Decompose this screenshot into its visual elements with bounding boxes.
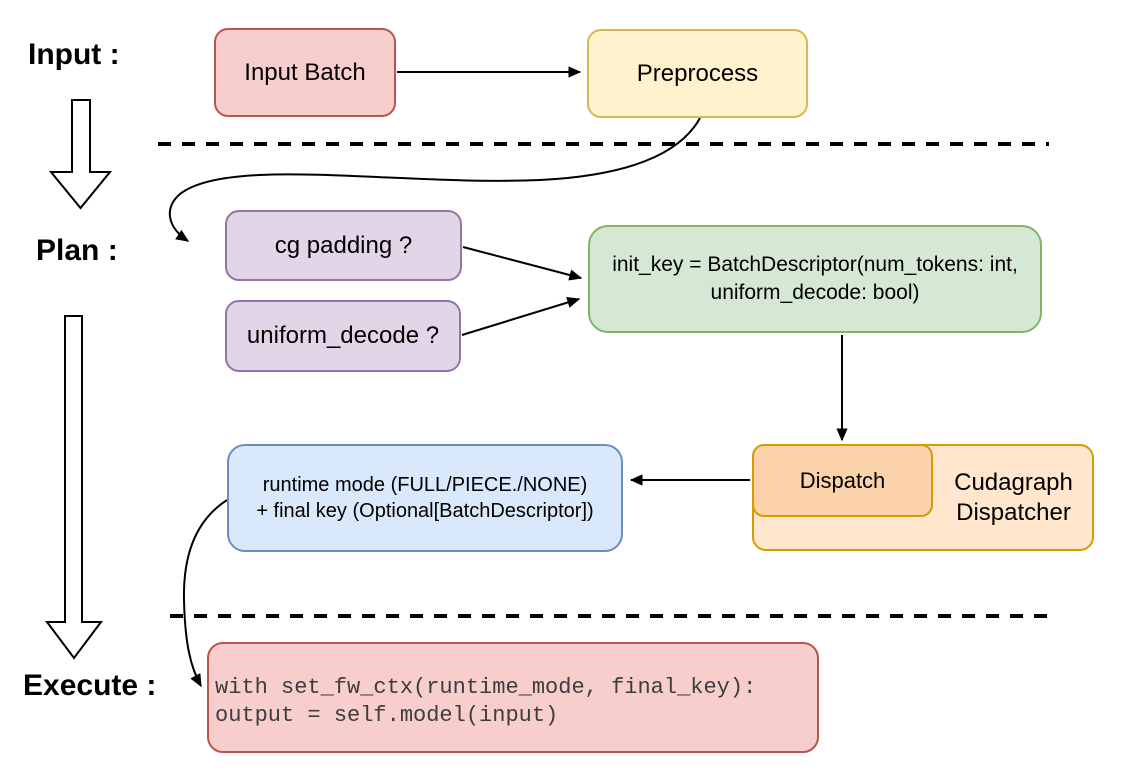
node-cg-padding: cg padding ? <box>225 210 462 281</box>
node-dispatch-label: Dispatch <box>799 467 886 493</box>
execute-code-line2: output = self.model(input) <box>215 702 559 728</box>
stage-label-input: Input : <box>28 38 120 71</box>
connector-runtimemode-execute <box>182 499 228 688</box>
node-input-batch-label: Input Batch <box>244 58 366 86</box>
node-init-key-line1: init_key = BatchDescriptor(num_tokens: i… <box>612 253 1018 277</box>
connector-uniformdecode-initkey <box>461 296 581 336</box>
cudagraph-dispatcher-label-block: Cudagraph Dispatcher <box>935 446 1092 549</box>
node-input-batch: Input Batch <box>214 28 396 117</box>
node-cg-padding-label: cg padding ? <box>274 231 413 259</box>
stage-arrow-plan-icon <box>45 315 103 660</box>
node-runtime-mode-line1: runtime mode (FULL/PIECE./NONE) <box>262 473 588 496</box>
node-preprocess: Preprocess <box>587 29 808 118</box>
stage-label-execute: Execute : <box>23 669 157 702</box>
cudagraph-dispatcher-line2: Dispatcher <box>956 498 1071 526</box>
node-runtime-mode: runtime mode (FULL/PIECE./NONE) + final … <box>227 444 623 552</box>
stage-label-plan: Plan : <box>36 234 118 267</box>
node-preprocess-label: Preprocess <box>636 59 759 87</box>
connector-preprocess-plan <box>168 117 701 242</box>
node-init-key-line2: uniform_decode: bool) <box>710 281 920 304</box>
node-runtime-mode-line2: + final key (Optional[BatchDescriptor]) <box>256 500 594 522</box>
stage-arrow-input-icon <box>48 99 113 210</box>
node-uniform-decode-label: uniform_decode ? <box>246 322 440 350</box>
node-uniform-decode: uniform_decode ? <box>225 300 461 372</box>
node-init-key: init_key = BatchDescriptor(num_tokens: i… <box>588 225 1042 333</box>
node-dispatch: Dispatch <box>752 444 933 517</box>
connector-cgpadding-initkey <box>462 246 583 281</box>
execute-code-line1: with set_fw_ctx(runtime_mode, final_key)… <box>215 674 757 700</box>
cudagraph-dispatcher-line1: Cudagraph <box>954 468 1073 496</box>
node-execute-code: with set_fw_ctx(runtime_mode, final_key)… <box>207 642 819 753</box>
